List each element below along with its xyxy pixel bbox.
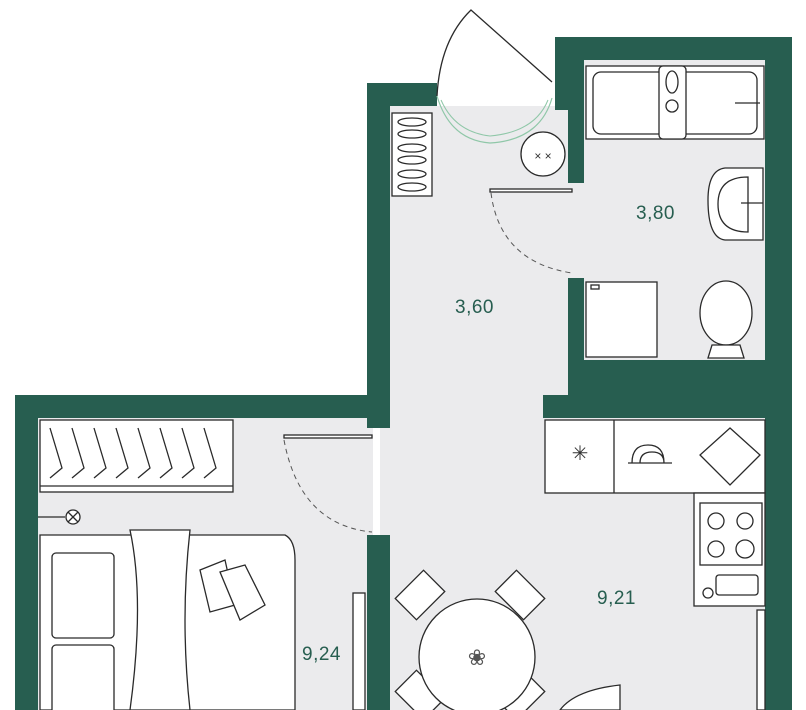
- bed: [39, 529, 296, 710]
- window-bedroom: [352, 592, 366, 710]
- room-area-hallway: 3,60: [455, 297, 494, 318]
- wardrobe: [39, 419, 234, 493]
- shoe-rack: [391, 112, 433, 197]
- lamp: [38, 509, 81, 525]
- window-kitchen: [559, 609, 766, 710]
- svg-text:× ×: × ×: [534, 149, 551, 163]
- toilet: [699, 280, 753, 359]
- svg-text:✳: ✳: [572, 443, 589, 465]
- dining-table: ❀: [394, 569, 546, 710]
- walls: [15, 37, 792, 710]
- bathtub: [585, 65, 765, 140]
- kitchen-counter: ✳: [544, 419, 766, 607]
- washing-machine: [585, 281, 658, 358]
- sink: [707, 167, 764, 241]
- svg-text:❀: ❀: [468, 645, 486, 670]
- bathroom-door: [489, 188, 573, 274]
- bedroom-door: [283, 434, 373, 533]
- room-area-kitchen: 9,21: [597, 588, 636, 609]
- pouf: × ×: [520, 131, 566, 177]
- room-area-bathroom: 3,80: [636, 203, 675, 224]
- entrance-door: [436, 9, 553, 144]
- room-area-bedroom: 9,24: [302, 644, 341, 665]
